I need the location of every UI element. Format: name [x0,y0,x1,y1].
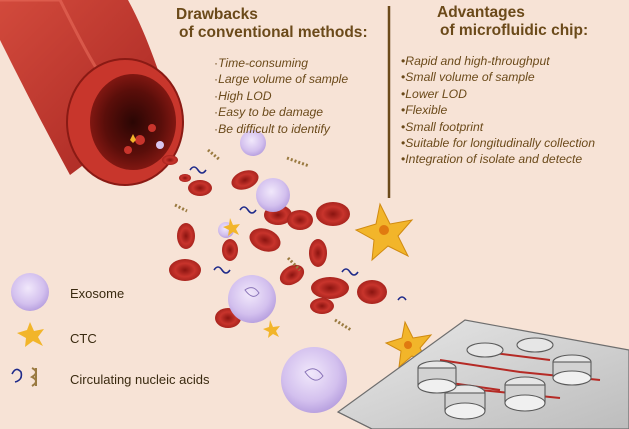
blood-vessel [0,0,184,186]
dna-icon [29,367,37,387]
advantages-item: Small footprint [401,119,595,135]
drawbacks-item: High LOD [214,88,348,104]
drawbacks-colon: : [362,24,368,41]
advantages-title-line2: of microfluidic chip: [440,22,589,39]
microfluidic-chip [336,319,629,429]
legend-nucleic-label: Circulating nucleic acids [70,372,210,387]
advantages-heading: Advantages of microfluidic chip: [437,4,588,40]
drawbacks-title-line2: of conventional methods [179,24,363,41]
drawbacks-item: Easy to be damage [214,104,348,120]
advantages-item: Lower LOD [401,86,595,102]
ctc-icon [17,322,44,347]
rna-icon [11,368,23,383]
nucleic-acids [174,148,407,332]
legend-icons [11,273,49,387]
drawbacks-title-line1: Drawbacks [176,6,258,23]
drawbacks-item: Large volume of sample [214,71,348,87]
advantages-item: Suitable for longitudinally collection [401,135,595,151]
drawbacks-heading: Drawbacks of conventional methods: [176,6,368,42]
advantages-title-line1: Advantages [437,4,525,21]
legend-exosome-label: Exosome [70,286,125,301]
advantages-item: Integration of isolate and detecte [401,151,595,167]
legend-ctc-label: CTC [70,331,97,346]
advantages-item: Rapid and high-throughput [401,53,595,69]
drawbacks-list: Time-consuming Large volume of sample Hi… [214,55,348,137]
advantages-list: Rapid and high-throughput Small volume o… [401,53,595,168]
exosome-icon [11,273,49,311]
drawbacks-item: Be difficult to identify [214,121,348,137]
drawbacks-item: Time-consuming [214,55,348,71]
advantages-item: Small volume of sample [401,69,595,85]
advantages-item: Flexible [401,102,595,118]
